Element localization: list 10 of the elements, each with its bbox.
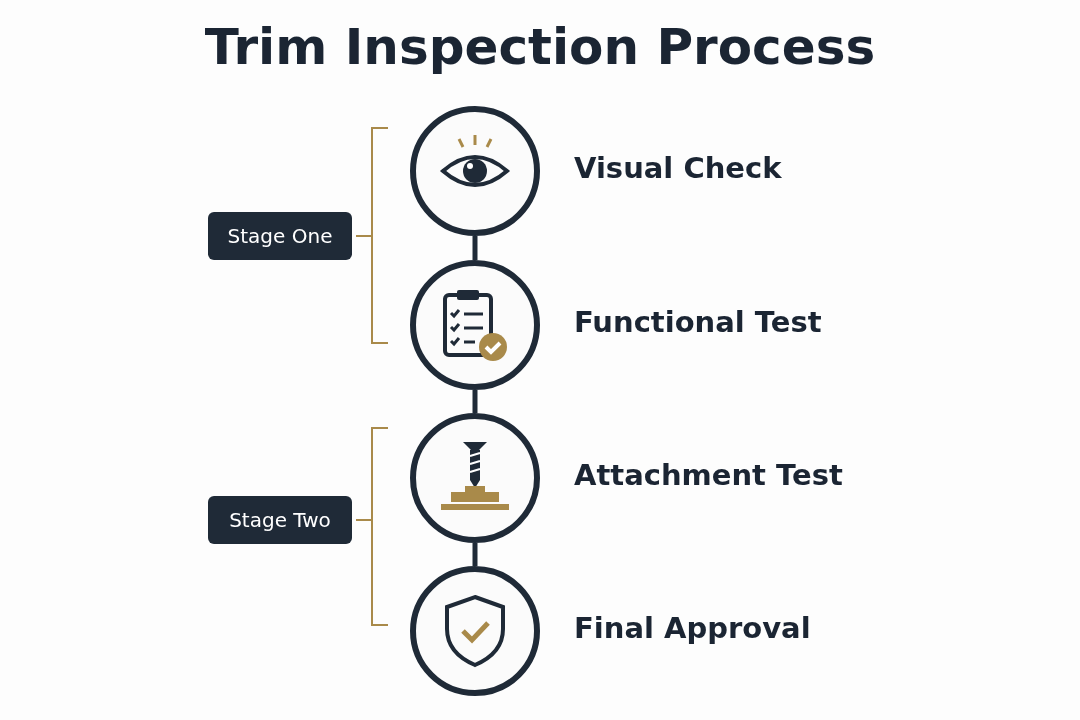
step-label: Final Approval <box>574 611 811 645</box>
title: Trim Inspection Process <box>203 18 877 76</box>
connector-line <box>472 390 478 413</box>
stage-label: Stage One <box>208 212 352 260</box>
step-label: Visual Check <box>574 151 782 185</box>
connector-line <box>472 543 478 566</box>
step-label: Functional Test <box>574 305 822 339</box>
connector-line <box>472 236 478 260</box>
stage-label: Stage Two <box>208 496 352 544</box>
step-label: Attachment Test <box>574 458 843 492</box>
